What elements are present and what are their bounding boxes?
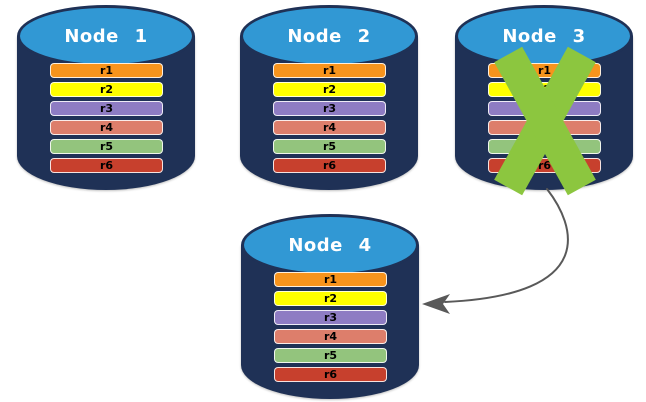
node-4: Node 4 r1 r2 r3 r4 r5 r6 [241, 214, 419, 399]
node-title: Node 2 [287, 25, 371, 47]
row-r5: r5 [273, 139, 386, 154]
row-r3: r3 [273, 101, 386, 116]
row-r5: r5 [50, 139, 163, 154]
row-r2: r2 [274, 291, 387, 306]
row-r3: r3 [274, 310, 387, 325]
row-r4: r4 [50, 120, 163, 135]
row-r1: r1 [273, 63, 386, 78]
row-stack: r1 r2 r3 r4 r5 r6 [273, 63, 386, 177]
row-r4: r4 [274, 329, 387, 344]
node-title: Node 3 [502, 25, 586, 47]
row-r2: r2 [273, 82, 386, 97]
row-stack: r1 r2 r3 r4 r5 r6 [274, 272, 387, 386]
row-r5: r5 [274, 348, 387, 363]
cylinder-top: Node 1 [17, 5, 195, 67]
node-title: Node 1 [64, 25, 148, 47]
cylinder-top: Node 4 [241, 214, 419, 276]
row-r3: r3 [50, 101, 163, 116]
cylinder-top: Node 2 [240, 5, 418, 67]
row-r2: r2 [50, 82, 163, 97]
row-r4: r4 [273, 120, 386, 135]
row-stack: r1 r2 r3 r4 r5 r6 [50, 63, 163, 177]
node-1: Node 1 r1 r2 r3 r4 r5 r6 [17, 5, 195, 190]
row-r6: r6 [274, 367, 387, 382]
row-r1: r1 [50, 63, 163, 78]
x-mark-icon [489, 46, 601, 196]
row-r6: r6 [273, 158, 386, 173]
row-r1: r1 [274, 272, 387, 287]
node-title: Node 4 [288, 234, 372, 256]
node-2: Node 2 r1 r2 r3 r4 r5 r6 [240, 5, 418, 190]
row-r6: r6 [50, 158, 163, 173]
failover-arrowhead-icon [422, 294, 450, 314]
failover-arrow-line [444, 188, 569, 303]
